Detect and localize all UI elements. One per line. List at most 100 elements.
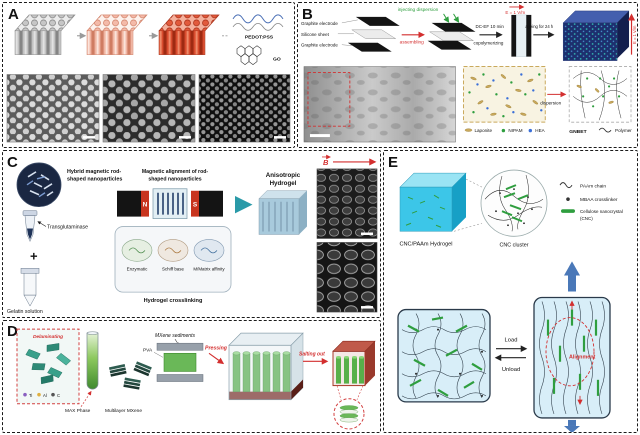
alignment-label: Alignment xyxy=(569,355,596,361)
mxene-flakes xyxy=(25,343,71,385)
cuboid-texture xyxy=(262,201,294,232)
paam-swatch xyxy=(559,182,573,189)
mbaa-swatch xyxy=(566,197,570,201)
panel-e: E CNC/PAAm Hydrogel xyxy=(383,150,638,433)
result-line2: Hydrogel xyxy=(270,180,297,187)
final-pillars xyxy=(336,356,364,384)
gelatin-tube xyxy=(20,268,40,307)
magnet-assembly: N S xyxy=(117,188,223,219)
panel-c: C Hybrid magnetic rod- shaped nanopartic… xyxy=(2,150,381,318)
panel-b-art: B Graphite electrode Silicone sheet Grap… xyxy=(301,4,637,143)
panel-c-art: C Hybrid magnetic rod- shaped nanopartic… xyxy=(7,154,378,315)
result-line1: Anisotropic xyxy=(266,172,301,179)
al-atom-swatch xyxy=(37,392,41,397)
stretch-arrow-down xyxy=(564,419,580,432)
copolymerizing-label: copolymerizing xyxy=(473,41,503,46)
nanoparticle-micrograph-circle xyxy=(16,162,62,208)
aligned-rods xyxy=(157,192,184,215)
cluster-label: CNC cluster xyxy=(499,242,528,248)
legend: PAAm chain MBAA crosslinker Cellulose na… xyxy=(559,182,623,221)
cnc-speckles xyxy=(405,194,446,228)
mech-affinity-label: M/Matrix affinity xyxy=(193,266,225,271)
aligned-network-square: Alignment xyxy=(533,296,611,419)
dc-ef-label: DC-EF 10 min xyxy=(475,24,504,29)
paam-curves xyxy=(484,175,544,232)
gelatin-label: Gelatin solution xyxy=(7,309,43,315)
laponite-swatch xyxy=(464,128,473,132)
nanorod-array-salmon xyxy=(86,14,148,55)
green-pillars xyxy=(232,351,291,392)
cnc-label-line1: Cellulose nanocrystal xyxy=(580,209,623,214)
ef-cell xyxy=(511,14,532,57)
panel-e-letter: E xyxy=(388,154,398,171)
max-phase-tube xyxy=(86,331,99,390)
network-dots xyxy=(582,77,621,108)
panel-b-letter: B xyxy=(302,6,313,23)
gnbe-hydrogel-cube xyxy=(562,10,630,61)
nanorods xyxy=(27,171,54,197)
cnc-swatch xyxy=(561,209,575,213)
electrode-top-label: Graphite electrode xyxy=(301,21,338,26)
efield-cube-label: E = 1 V/m xyxy=(632,25,637,44)
cnc-paam-cube xyxy=(399,172,467,232)
panel-b: B Graphite electrode Silicone sheet Grap… xyxy=(297,2,638,148)
al-atom-label: Al xyxy=(43,393,47,398)
enzyme-arrow xyxy=(37,221,47,227)
max-phase-label: MAX Phase xyxy=(65,408,91,414)
delaminating-label: Delaminating xyxy=(33,334,63,340)
pressing-label: Pressing xyxy=(205,345,228,351)
stretch-arrow-up xyxy=(564,261,580,292)
injecting-label: injecting dispersion xyxy=(398,7,439,13)
b-field-label: B xyxy=(323,158,329,167)
go-label: GO xyxy=(273,57,281,63)
leader-lines xyxy=(337,19,358,46)
plus-sign: + xyxy=(30,248,38,263)
zoom-leader-bottom xyxy=(453,222,483,232)
load-label: Load xyxy=(505,338,518,344)
hybrid-title-line2: shaped nanoparticles xyxy=(67,176,122,182)
multilayer-label: Multilayer MXene xyxy=(105,408,142,414)
hydrogel-label: CNC/PAAm Hydrogel xyxy=(399,241,452,247)
crosslinking-title: Hydrogel crosslinking xyxy=(144,298,203,304)
polymer-label: Polymer xyxy=(615,128,632,133)
laponite-discs xyxy=(470,74,539,116)
scale-bar xyxy=(309,134,330,138)
network-discs xyxy=(576,84,614,104)
micrograph-spheres-dark xyxy=(198,74,291,143)
hea-swatch xyxy=(528,128,533,133)
unload-label: Unload xyxy=(502,367,520,373)
panel-c-letter: C xyxy=(7,154,18,171)
sem-micrograph-top xyxy=(316,168,378,239)
align-title-line1: Magnetic alignment of rod- xyxy=(142,169,209,175)
exploded-electrode-stack xyxy=(347,16,400,52)
cnc-cluster-circle xyxy=(480,169,548,237)
gnbet-label: GNBET xyxy=(569,129,586,135)
dispersion-label: dispersion xyxy=(540,100,561,105)
salting-out-label: Salting out xyxy=(299,351,325,357)
assembled-electrode-stack xyxy=(427,22,476,50)
panel-e-art: E CNC/PAAm Hydrogel xyxy=(388,154,623,432)
eppendorf-tube xyxy=(22,210,38,243)
zoom-leader-top xyxy=(465,178,483,188)
electrode-bottom-label: Graphite electrode xyxy=(301,43,338,48)
multilayer-mxene-pile xyxy=(109,361,152,390)
align-title-line2: shaped nanoparticles xyxy=(148,176,201,182)
aligned-mxene-box xyxy=(228,332,304,401)
transglutaminase-label: Transglutaminase xyxy=(47,225,88,231)
alignment-ellipse xyxy=(545,317,595,387)
c-atom-swatch xyxy=(51,392,55,397)
pedot-label: PEDOT:PSS xyxy=(245,35,274,41)
nipam-dots xyxy=(468,73,541,118)
paam-label: PAAm chain xyxy=(580,184,606,190)
micrograph-spheres-mid xyxy=(102,74,196,143)
pva-label: PVA xyxy=(143,347,153,353)
go-hex-mesh xyxy=(236,45,262,65)
nanorod-array-red xyxy=(158,14,220,55)
hea-dots xyxy=(476,73,543,114)
zoom-inset xyxy=(333,385,365,430)
ti-atom-swatch xyxy=(23,392,27,397)
panel-d-art: D Delaminating Ti Al C xyxy=(7,323,376,430)
cnc-rod-cluster xyxy=(501,184,529,223)
mbaa-label: MBAA crosslinker xyxy=(580,197,618,203)
